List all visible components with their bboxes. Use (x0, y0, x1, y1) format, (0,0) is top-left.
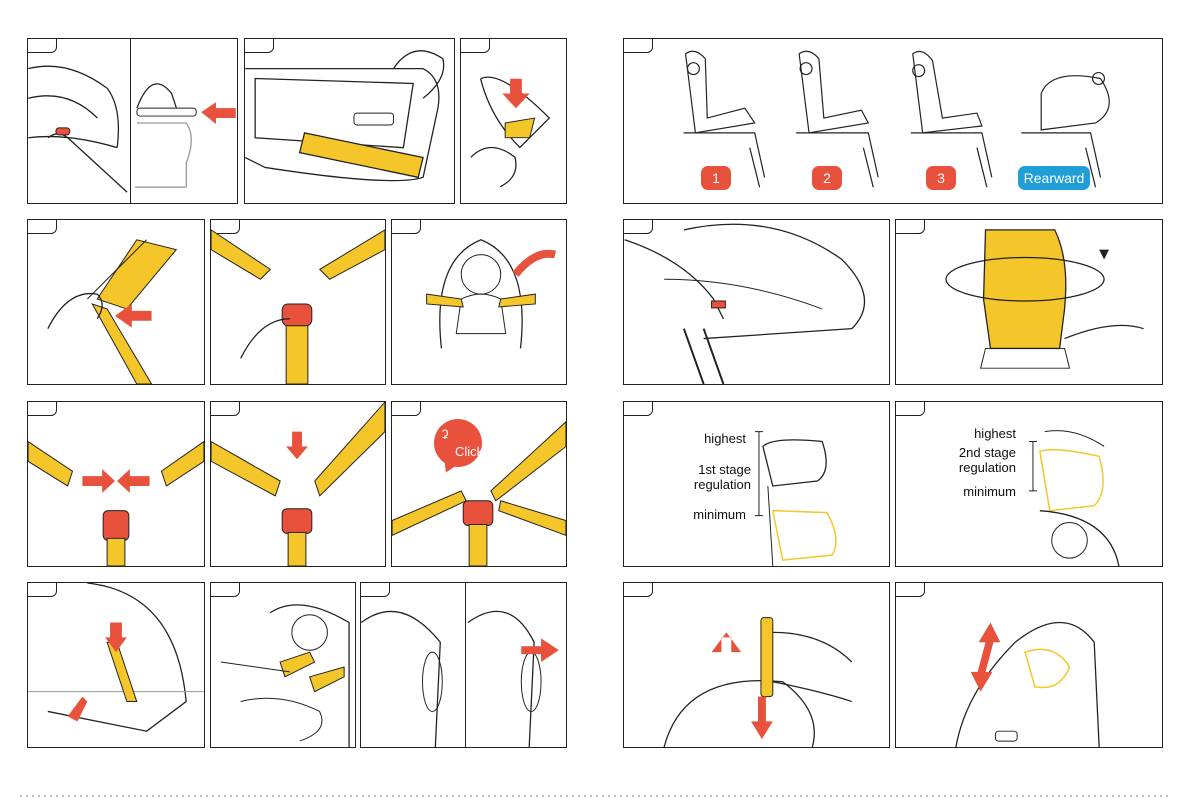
step-panel-5 (210, 219, 386, 385)
arrow-icon (286, 432, 308, 460)
step-panel-3 (460, 38, 567, 204)
step-panel-headrest-stage2: highest 2nd stage regulation minimum (895, 401, 1163, 567)
harness-tighten-illustration (28, 583, 204, 747)
step-panel-10 (27, 582, 205, 748)
step-panel-rotate (895, 219, 1163, 385)
tongue-join-illustration (28, 402, 204, 566)
arrow-icon (68, 697, 88, 722)
highest-label-2: highest (974, 426, 1016, 441)
step-panel-headrest-stage1: highest 1st stage regulation minimum (623, 401, 890, 567)
side-protector-illustration (361, 583, 566, 747)
buckle-press-illustration (211, 220, 385, 384)
step-panel-base-release (623, 219, 890, 385)
buckle-click-illustration (392, 402, 566, 566)
step-panel-strap-adjust (623, 582, 890, 748)
base-underside-illustration (245, 39, 454, 203)
strap-adjust-illustration (624, 583, 889, 747)
arrow-icon (105, 623, 127, 653)
harness-loosen-illustration (28, 220, 204, 384)
positions-panel: 1 2 3 Rearward (623, 38, 1163, 204)
footer-line (20, 786, 1172, 792)
double-arrow-icon (712, 632, 742, 652)
step-panel-2 (244, 38, 455, 204)
step-panel-1 (27, 38, 238, 204)
child-seat-illustration (392, 220, 566, 384)
step-panel-12 (360, 582, 567, 748)
arrow-icon (516, 254, 556, 275)
arrow-icon (82, 469, 115, 493)
step-panel-4 (27, 219, 205, 385)
headrest-stage1-illustration (624, 402, 889, 566)
double-arrow-icon (971, 623, 1001, 692)
step-panel-8 (210, 401, 386, 567)
arrow-icon (521, 638, 559, 662)
shoulder-pad-illustration (211, 583, 355, 747)
tongue-insert-illustration (211, 402, 385, 566)
arrow-icon (117, 469, 150, 493)
minimum-label-2: minimum (963, 484, 1016, 499)
step-panel-6 (391, 219, 567, 385)
position-badge-1: 1 (701, 166, 731, 190)
arrow-icon (115, 304, 152, 328)
base-release-illustration (624, 220, 889, 384)
position-badge-rearward: Rearward (1018, 166, 1090, 190)
position-badge-3: 3 (926, 166, 956, 190)
rotate-seat-illustration (896, 220, 1162, 384)
headrest-stage2-illustration (896, 402, 1162, 566)
seat-release-illustration (28, 39, 237, 203)
stage2-regulation-label: 2nd stage regulation (959, 445, 1016, 475)
step-panel-headrest-adjust (895, 582, 1163, 748)
step-panel-9: ʡ Click (391, 401, 567, 567)
minimum-label: minimum (693, 507, 746, 522)
stage1-regulation-label: 1st stage regulation (694, 462, 751, 492)
arrow-icon (201, 102, 236, 124)
step-panel-7 (27, 401, 205, 567)
position-badge-2: 2 (812, 166, 842, 190)
step-panel-11 (210, 582, 356, 748)
highest-label: highest (704, 431, 746, 446)
headrest-adjust-illustration (896, 583, 1162, 747)
strap-pull-illustration (461, 39, 566, 203)
arrow-icon (751, 697, 773, 739)
